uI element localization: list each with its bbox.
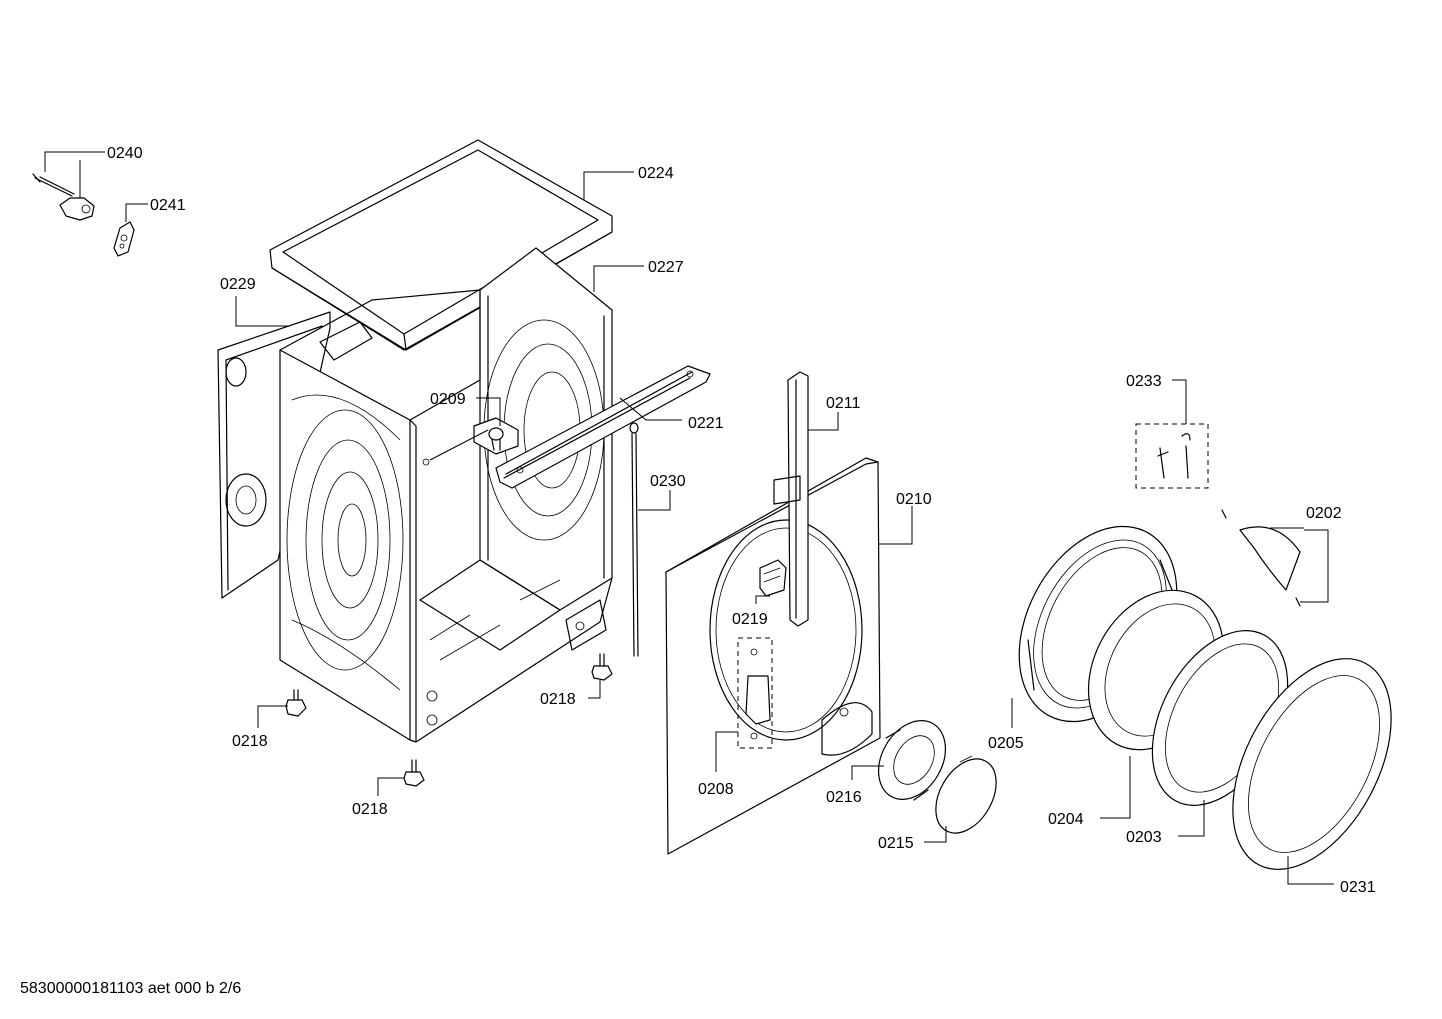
label-0231[interactable]: 0231: [1340, 879, 1376, 896]
part-0241-bracket: [113, 221, 135, 257]
leader-0240: [44, 151, 105, 198]
part-0219-door-lock: [759, 559, 787, 597]
leader-0209: [429, 397, 501, 461]
leader-0221: [619, 397, 682, 421]
label-0203[interactable]: 0203: [1126, 829, 1162, 846]
part-0221-cross-brace: [495, 365, 711, 489]
label-0208[interactable]: 0208: [698, 781, 734, 798]
leader-0231: [1287, 856, 1334, 885]
label-0227[interactable]: 0227: [648, 259, 684, 276]
part-0218-foot-3: [403, 759, 425, 787]
leader-0219: [755, 595, 770, 604]
part-0230-rod: [629, 422, 639, 657]
leader-0216: [851, 765, 884, 780]
leader-0215: [924, 826, 947, 843]
label-0218-2[interactable]: 0218: [540, 691, 576, 708]
label-0240[interactable]: 0240: [107, 145, 143, 162]
leader-0204: [1100, 756, 1131, 819]
label-0209[interactable]: 0209: [430, 391, 466, 408]
leader-0218-1: [257, 705, 288, 728]
part-0211-hinge-bar: [773, 371, 809, 627]
label-0211[interactable]: 0211: [826, 395, 861, 412]
leader-0218-2: [588, 680, 601, 699]
label-0218-1[interactable]: 0218: [232, 733, 268, 750]
label-0210[interactable]: 0210: [896, 491, 932, 508]
leader-0241: [125, 203, 148, 222]
label-0241[interactable]: 0241: [150, 197, 186, 214]
part-0208-hinge: [737, 637, 773, 749]
leader-0202: [1270, 527, 1329, 603]
part-0240-screw-clamp: [32, 173, 95, 221]
part-0231-outer-door-ring: [1232, 658, 1392, 870]
label-0233[interactable]: 0233: [1126, 373, 1162, 390]
leader-0230: [638, 490, 671, 511]
part-0216-bushing: [877, 720, 947, 801]
label-0230[interactable]: 0230: [650, 473, 686, 490]
label-0219[interactable]: 0219: [732, 611, 768, 628]
part-0210-front-panel: [665, 457, 881, 855]
label-0218-3[interactable]: 0218: [352, 801, 388, 818]
part-0215-cap: [935, 755, 997, 834]
leader-0210: [878, 506, 913, 545]
leader-0224: [583, 171, 634, 200]
cabinet-frame: [279, 247, 613, 743]
leader-0208: [715, 731, 738, 772]
label-0221[interactable]: 0221: [688, 415, 724, 432]
label-0215[interactable]: 0215: [878, 835, 914, 852]
part-0209-bolt: [422, 417, 519, 466]
leader-0203: [1178, 800, 1205, 837]
label-0202[interactable]: 0202: [1306, 505, 1342, 522]
leader-0218-3: [377, 777, 404, 796]
part-0218-foot-2: [591, 653, 613, 681]
leader-0233: [1172, 379, 1187, 424]
label-0229[interactable]: 0229: [220, 276, 256, 293]
part-0218-foot-1: [285, 689, 307, 717]
leader-0229: [235, 296, 290, 327]
drawing-reference-footer: 58300000181103 aet 000 b 2/6: [20, 980, 242, 997]
part-0202-latch: [1221, 509, 1301, 607]
label-0224[interactable]: 0224: [638, 165, 674, 182]
leader-0211: [808, 412, 839, 431]
label-0204[interactable]: 0204: [1048, 811, 1084, 828]
label-0216[interactable]: 0216: [826, 789, 862, 806]
leader-0227: [593, 265, 644, 292]
part-0233-pins: [1135, 423, 1209, 489]
label-0205[interactable]: 0205: [988, 735, 1024, 752]
